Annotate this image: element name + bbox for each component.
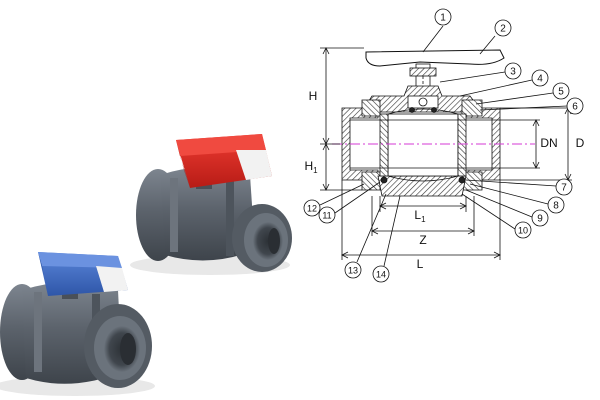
svg-text:7: 7 xyxy=(561,183,567,194)
svg-text:4: 4 xyxy=(537,74,543,85)
dim-label-DN: DN xyxy=(540,136,557,150)
callout-6: 6 xyxy=(566,97,584,115)
callout-9: 9 xyxy=(531,209,549,227)
svg-text:1: 1 xyxy=(440,13,446,24)
dimension-labels: H H1 DN D L1 Z L xyxy=(304,89,584,271)
callout-11: 11 xyxy=(318,206,336,224)
svg-text:13: 13 xyxy=(348,266,358,276)
callout-13: 13 xyxy=(344,261,362,279)
valve-photo-red xyxy=(130,134,292,275)
dim-label-Z: Z xyxy=(419,233,426,247)
dim-label-L1: L1 xyxy=(414,208,426,224)
technical-drawing xyxy=(319,25,572,267)
callout-10: 10 xyxy=(514,221,532,239)
callout-3: 3 xyxy=(504,62,522,80)
callout-5: 5 xyxy=(552,82,570,100)
callout-2: 2 xyxy=(494,19,512,37)
callout-7: 7 xyxy=(555,178,573,196)
drawing-handle xyxy=(365,49,505,67)
svg-text:3: 3 xyxy=(510,67,516,78)
drawing-seat-right xyxy=(457,113,467,177)
svg-text:8: 8 xyxy=(553,201,559,212)
dim-label-D: D xyxy=(576,136,585,150)
svg-text:14: 14 xyxy=(376,270,386,280)
valve-photo-blue xyxy=(0,252,155,396)
dim-label-H: H xyxy=(309,89,318,103)
svg-text:2: 2 xyxy=(500,24,506,35)
callout-1: 1 xyxy=(434,8,452,26)
drawing-oring xyxy=(380,176,388,184)
drawing-body-bottom xyxy=(377,175,467,197)
callout-12: 12 xyxy=(303,199,321,217)
drawing-union-left xyxy=(361,99,381,117)
callouts: 1 2 3 4 5 6 7 8 9 10 11 12 13 14 xyxy=(303,8,584,283)
dim-label-H1: H1 xyxy=(304,159,318,175)
dim-label-L: L xyxy=(417,257,424,271)
svg-text:9: 9 xyxy=(537,214,543,225)
drawing-ball xyxy=(387,113,459,177)
drawing-oring xyxy=(431,107,437,113)
svg-text:12: 12 xyxy=(307,204,317,214)
drawing-seat-left xyxy=(379,113,389,177)
callout-8: 8 xyxy=(547,196,565,214)
drawing-oring xyxy=(458,176,466,184)
svg-text:10: 10 xyxy=(518,226,528,236)
svg-text:5: 5 xyxy=(558,87,564,98)
callout-4: 4 xyxy=(531,69,549,87)
drawing-union-right xyxy=(461,99,483,117)
svg-text:11: 11 xyxy=(322,211,331,221)
svg-text:6: 6 xyxy=(572,102,578,113)
drawing-oring xyxy=(409,107,415,113)
callout-14: 14 xyxy=(372,265,390,283)
